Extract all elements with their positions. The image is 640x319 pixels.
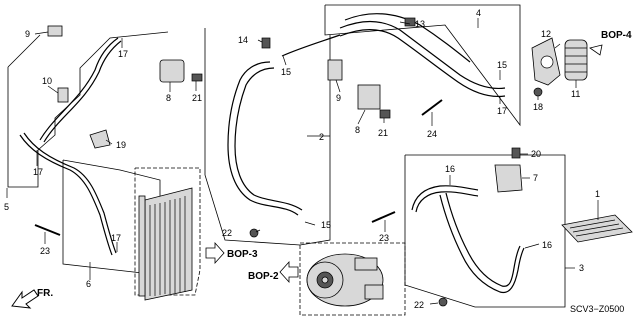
callout-17-top: 17: [118, 49, 128, 59]
leader-lines: [6, 18, 599, 305]
callout-22-right: 22: [414, 300, 424, 310]
condenser-dashed-box: [134, 167, 201, 296]
callout-8-center: 8: [355, 125, 360, 135]
callout-23-left: 23: [40, 246, 50, 256]
pipe-left-lower: [19, 134, 113, 256]
callout-3: 3: [579, 263, 584, 273]
callout-23-right: 23: [379, 233, 389, 243]
group-box-4: [324, 4, 521, 127]
callout-13: 13: [415, 19, 425, 29]
bop-3-reference: BOP-3: [205, 241, 258, 265]
hose-discharge-1: [339, 20, 506, 90]
callout-1: 1: [595, 189, 600, 199]
hose-suction-top: [281, 34, 341, 57]
callout-9-left: 9: [25, 29, 30, 39]
compressor: [306, 253, 384, 307]
svg-text:BOP-3: BOP-3: [227, 249, 258, 260]
diagram-code: SCV3−Z0500: [570, 304, 624, 314]
pipe-left-upper: [39, 37, 119, 141]
callout-9-center: 9: [336, 93, 341, 103]
group-box-3: [404, 154, 566, 308]
bop-2-reference: BOP-2: [248, 260, 299, 284]
front-label: FR.: [37, 288, 53, 299]
callout-24: 24: [427, 129, 437, 139]
pipe-right-upper: [411, 185, 479, 211]
group-box-5: [7, 31, 169, 188]
front-direction-arrow: FR.: [11, 288, 53, 309]
hose-discharge-2: [339, 28, 506, 98]
callout-12: 12: [541, 29, 551, 39]
callout-21-center: 21: [378, 128, 388, 138]
label-plate: [561, 214, 633, 243]
callout-17-left: 17: [33, 167, 43, 177]
hose-liquid-right: [439, 194, 525, 294]
callout-2: 2: [319, 132, 324, 142]
callout-22-left: 22: [222, 228, 232, 238]
callout-11: 11: [571, 89, 580, 99]
callout-20: 20: [531, 149, 541, 159]
callout-19: 19: [116, 140, 126, 150]
callout-6: 6: [86, 279, 91, 289]
callout-15-top: 15: [281, 67, 291, 77]
callout-17-lower: 17: [111, 233, 121, 243]
svg-text:BOP-4: BOP-4: [601, 30, 632, 41]
callout-18: 18: [533, 102, 543, 112]
callout-5: 5: [4, 202, 9, 212]
hose-suction-2: [234, 67, 303, 211]
hose-suction: [227, 61, 299, 216]
group-box-5b: [7, 34, 41, 68]
condenser: [138, 187, 193, 301]
callout-4: 4: [476, 8, 481, 18]
callout-21-left: 21: [192, 93, 202, 103]
group-box-2: [204, 28, 331, 246]
callout-16-top: 16: [445, 164, 455, 174]
small-parts: [34, 17, 543, 307]
hose-liquid-right-2: [445, 192, 521, 287]
callout-7: 7: [533, 173, 538, 183]
hose-discharge-3: [344, 13, 471, 63]
pipe-left-upper-2: [43, 40, 122, 143]
callout-17-right: 17: [497, 106, 507, 116]
callout-15-bottom: 15: [321, 220, 331, 230]
pipe-right-upper-2: [415, 191, 479, 213]
svg-text:BOP-2: BOP-2: [248, 271, 279, 282]
callout-14: 14: [238, 35, 248, 45]
gasket-and-fitting: [531, 37, 588, 86]
callout-10: 10: [42, 76, 52, 86]
pipe-left-lower-2: [23, 132, 117, 254]
callout-8-left: 8: [166, 93, 171, 103]
bop-4-reference: BOP-4: [589, 30, 632, 56]
callout-15-right: 15: [497, 60, 507, 70]
callout-16-right: 16: [542, 240, 552, 250]
